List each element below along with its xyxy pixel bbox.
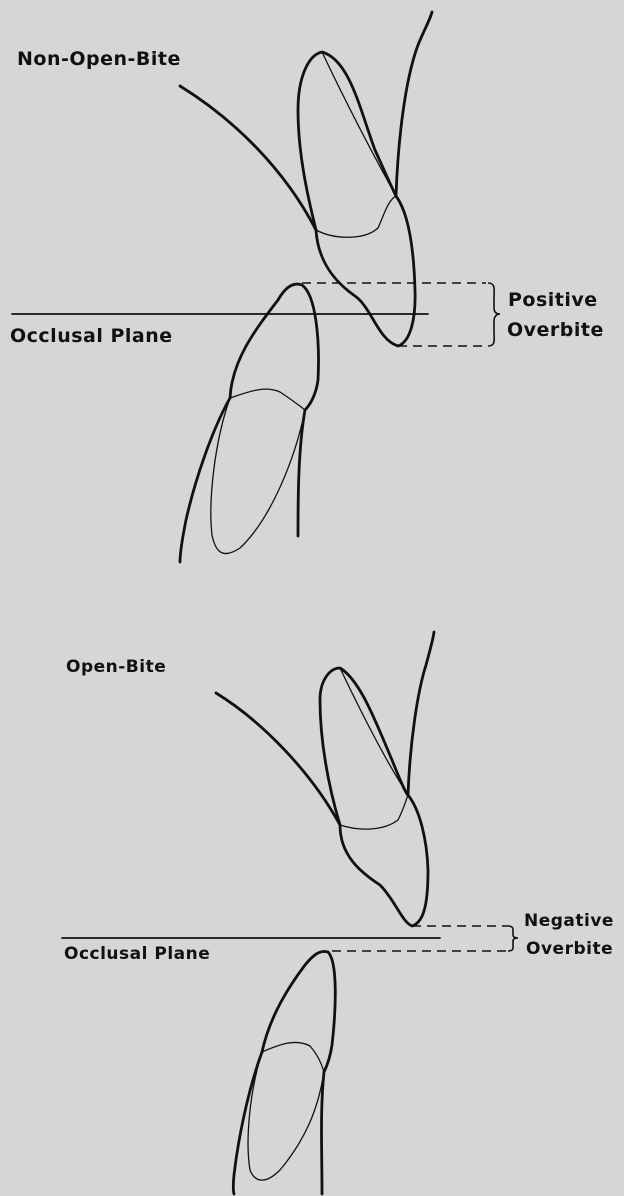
occlusal-plane-label-2: Occlusal Plane bbox=[64, 946, 210, 963]
positive-overbite-label-line2: Overbite bbox=[507, 321, 604, 340]
negative-overbite-label-line1: Negative bbox=[524, 913, 614, 930]
lower-incisor-lingual-2 bbox=[233, 1052, 262, 1194]
lower-incisor-labial bbox=[298, 410, 305, 536]
non-open-bite-panel bbox=[12, 12, 500, 562]
panel-title-non-open-bite: Non-Open-Bite bbox=[17, 50, 181, 69]
lower-incisor-crown-2 bbox=[262, 952, 335, 1072]
upper-incisor-cej bbox=[316, 196, 396, 237]
occlusal-plane-label: Occlusal Plane bbox=[10, 327, 173, 346]
negative-overbite-brace bbox=[508, 926, 518, 951]
lower-incisor-labial-2 bbox=[322, 1072, 325, 1194]
lower-incisor-cej-2 bbox=[262, 1042, 324, 1072]
lower-incisor-root-2 bbox=[248, 1052, 324, 1180]
positive-overbite-brace bbox=[488, 283, 500, 346]
lower-incisor-crown bbox=[230, 284, 318, 410]
upper-incisor-crown bbox=[316, 196, 415, 346]
upper-incisor-crown-2 bbox=[340, 795, 428, 926]
open-bite-panel bbox=[62, 632, 518, 1194]
positive-overbite-label-line1: Positive bbox=[508, 291, 598, 310]
upper-incisor-labial-2 bbox=[408, 632, 434, 795]
upper-incisor-root-2 bbox=[320, 668, 408, 825]
upper-incisor-root bbox=[298, 52, 396, 230]
upper-incisor-cej-2 bbox=[340, 795, 408, 829]
panel-title-open-bite: Open-Bite bbox=[66, 659, 166, 676]
negative-overbite-label-line2: Overbite bbox=[526, 941, 613, 958]
upper-lip-profile bbox=[180, 86, 316, 230]
upper-incisor-root-inner bbox=[322, 52, 396, 196]
lower-incisor-root bbox=[211, 398, 305, 554]
lower-incisor-cej bbox=[230, 389, 305, 410]
upper-incisor-labial bbox=[396, 12, 432, 196]
